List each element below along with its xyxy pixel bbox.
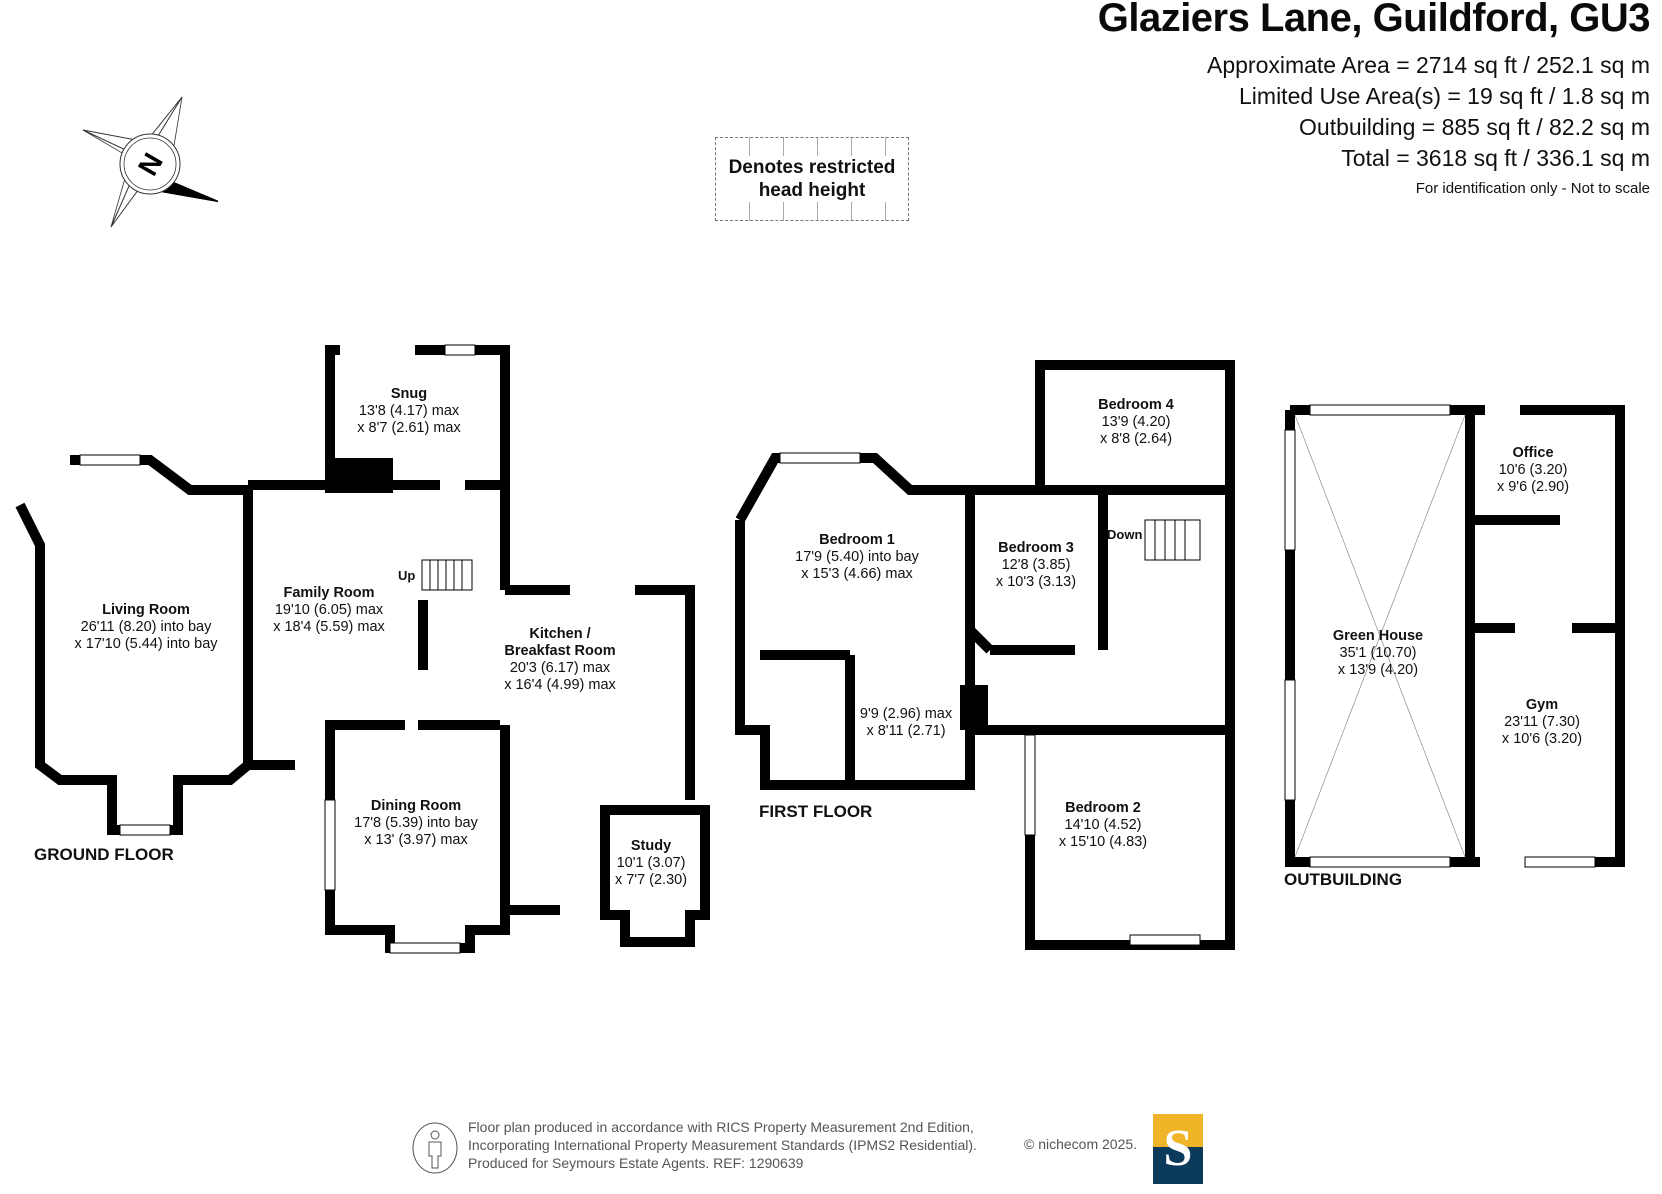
scale-disclaimer: For identification only - Not to scale (1415, 180, 1650, 197)
legend-line-1: Denotes restricted (726, 157, 898, 178)
room-dim-1: 23'11 (7.30) (1504, 714, 1580, 730)
room-dim-1: 14'10 (4.52) (1064, 817, 1142, 833)
room-dim-1: 35'1 (10.70) (1339, 645, 1417, 661)
room-dim-2: x 10'3 (3.13) (995, 574, 1077, 590)
room-bedroom-2: Bedroom 2 14'10 (4.52) x 15'10 (4.83) (1059, 800, 1147, 851)
room-name: Dining Room (370, 798, 462, 814)
room-dim-1: 20'3 (6.17) max (509, 660, 611, 676)
ground-floor-label: GROUND FLOOR (34, 845, 174, 864)
room-name-2: Breakfast Room (504, 643, 616, 659)
north-compass-icon: N (82, 96, 218, 228)
property-title: Glaziers Lane, Guildford, GU3 (1097, 0, 1651, 40)
room-kitchen-breakfast: Kitchen / Breakfast Room 20'3 (6.17) max… (504, 626, 616, 694)
room-dim-2: x 8'7 (2.61) max (357, 420, 461, 436)
room-green-house: Green House 35'1 (10.70) x 13'9 (4.20) (1333, 628, 1423, 679)
room-dim-2: x 13' (3.97) max (364, 832, 468, 848)
room-living-room: Living Room 26'11 (8.20) into bay x 17'1… (74, 602, 217, 653)
footer-line-1: Floor plan produced in accordance with R… (468, 1119, 974, 1135)
agent-logo: S (1153, 1114, 1203, 1184)
footer: Floor plan produced in accordance with R… (412, 1118, 1282, 1178)
stair-up-label: Up (398, 568, 416, 583)
legend-line-2: head height (756, 180, 868, 201)
room-name: Snug (390, 386, 428, 402)
room-name: Office (1512, 445, 1554, 461)
room-gym: Gym 23'11 (7.30) x 10'6 (3.20) (1502, 697, 1582, 748)
room-name: Living Room (102, 602, 190, 618)
room-dim-2: x 15'10 (4.83) (1058, 834, 1148, 850)
room-study: Study 10'1 (3.07) x 7'7 (2.30) (615, 838, 687, 889)
total-area: Total = 3618 sq ft / 336.1 sq m (1341, 145, 1650, 171)
room-dim-2: x 8'8 (2.64) (1099, 431, 1173, 447)
room-office: Office 10'6 (3.20) x 9'6 (2.90) (1497, 445, 1569, 496)
room-dim-2: x 18'4 (5.59) max (273, 619, 385, 635)
room-snug: Snug 13'8 (4.17) max x 8'7 (2.61) max (357, 386, 461, 437)
room-dim-2: x 16'4 (4.99) max (504, 677, 616, 693)
room-name: Bedroom 1 (819, 532, 895, 548)
room-dim-1: 13'8 (4.17) max (358, 403, 460, 419)
room-bedroom-1: Bedroom 1 17'9 (5.40) into bay x 15'3 (4… (795, 532, 919, 583)
room-dim-2: x 15'3 (4.66) max (801, 566, 913, 582)
room-name: Kitchen / (529, 626, 591, 642)
room-dim-2: x 7'7 (2.30) (614, 872, 688, 888)
room-name: Green House (1332, 628, 1424, 644)
room-dim-1: 17'8 (5.39) into bay (354, 815, 478, 831)
room-name: Bedroom 4 (1098, 397, 1174, 413)
outbuilding-area: Outbuilding = 885 sq ft / 82.2 sq m (1299, 114, 1650, 140)
stair-down-label: Down (1107, 527, 1143, 542)
room-dim-1: 19'10 (6.05) max (274, 602, 384, 618)
logo-letter: S (1163, 1120, 1193, 1177)
room-dim-1: 26'11 (8.20) into bay (80, 619, 212, 635)
person-icon (412, 1122, 458, 1174)
room-dressing: 9'9 (2.96) max x 8'11 (2.71) (860, 706, 952, 740)
room-dim-2: x 10'6 (3.20) (1501, 731, 1583, 747)
room-family-room: Family Room 19'10 (6.05) max x 18'4 (5.5… (273, 585, 385, 636)
room-name: Bedroom 3 (998, 540, 1074, 556)
footer-text: Floor plan produced in accordance with R… (468, 1118, 977, 1172)
room-name: Family Room (283, 585, 375, 601)
room-dim-2: x 17'10 (5.44) into bay (74, 636, 218, 652)
room-name: Bedroom 2 (1065, 800, 1141, 816)
limited-use-area: Limited Use Area(s) = 19 sq ft / 1.8 sq … (1239, 83, 1650, 109)
room-dim-1: 17'9 (5.40) into bay (795, 549, 919, 565)
approximate-area: Approximate Area = 2714 sq ft / 252.1 sq… (1206, 52, 1650, 78)
room-name: Study (630, 838, 672, 854)
room-name: Gym (1525, 697, 1559, 713)
room-dim-2: x 13'9 (4.20) (1337, 662, 1419, 678)
room-dim-1: 13'9 (4.20) (1101, 414, 1171, 430)
room-dining-room: Dining Room 17'8 (5.39) into bay x 13' (… (354, 798, 478, 849)
room-dim-1: 10'6 (3.20) (1498, 462, 1568, 478)
room-dim-2: x 9'6 (2.90) (1496, 479, 1570, 495)
footer-line-3: Produced for Seymours Estate Agents. REF… (468, 1155, 804, 1171)
room-bedroom-3: Bedroom 3 12'8 (3.85) x 10'3 (3.13) (996, 540, 1076, 591)
room-bedroom-4: Bedroom 4 13'9 (4.20) x 8'8 (2.64) (1098, 397, 1174, 448)
room-dim-1: 9'9 (2.96) max (859, 706, 953, 722)
area-summary: Approximate Area = 2714 sq ft / 252.1 sq… (1207, 50, 1650, 174)
room-dim-2: x 8'11 (2.71) (866, 723, 946, 739)
copyright: © nichecom 2025. (1024, 1136, 1138, 1152)
first-floor-label: FIRST FLOOR (759, 802, 873, 821)
room-dim-1: 12'8 (3.85) (1001, 557, 1071, 573)
room-dim-1: 10'1 (3.07) (616, 855, 686, 871)
footer-line-2: Incorporating International Property Mea… (468, 1137, 977, 1153)
outbuilding-label: OUTBUILDING (1284, 870, 1403, 889)
